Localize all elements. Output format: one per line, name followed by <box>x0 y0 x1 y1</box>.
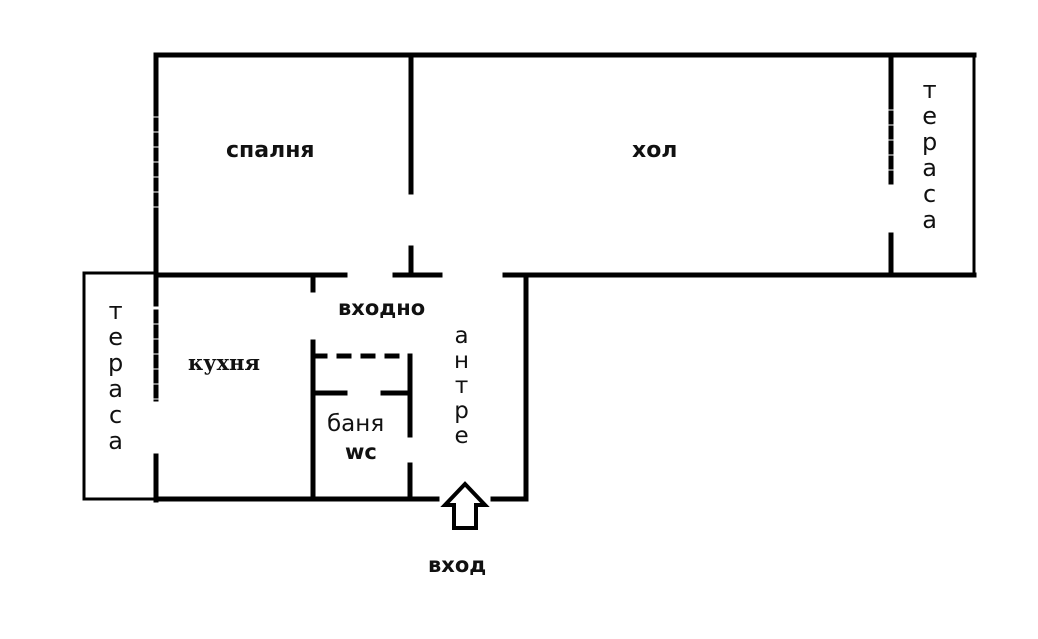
room-label-wc: wc <box>345 440 377 464</box>
letter: а <box>108 375 123 403</box>
room-label-hall-side: а н т р е <box>454 324 469 449</box>
walls <box>82 52 977 503</box>
arrow-up-icon <box>440 481 490 530</box>
letter: т <box>454 373 469 399</box>
letter: р <box>922 128 938 156</box>
letter: р <box>454 398 469 424</box>
letter: а <box>922 206 937 234</box>
letter: а <box>108 427 123 455</box>
room-label-living: хол <box>632 138 678 163</box>
letter: е <box>454 423 469 449</box>
letter: р <box>108 349 124 377</box>
room-label-kitchen: кухня <box>188 350 261 375</box>
room-label-bath: баня <box>327 411 385 437</box>
room-label-hall-top: входно <box>338 296 426 320</box>
letter: т <box>922 76 937 104</box>
room-label-terrace-right: т е р а с а <box>922 77 937 233</box>
letter: е <box>922 102 937 130</box>
letter: т <box>108 297 123 325</box>
letter: а <box>922 154 937 182</box>
letter: а <box>454 323 469 349</box>
letter: с <box>109 401 123 429</box>
letter: е <box>108 323 123 351</box>
letter: н <box>454 348 470 374</box>
letter: с <box>923 180 937 208</box>
room-label-terrace-left: т е р а с а <box>108 298 123 454</box>
room-label-bedroom: спалня <box>226 138 315 163</box>
entrance-label: вход <box>428 553 487 577</box>
